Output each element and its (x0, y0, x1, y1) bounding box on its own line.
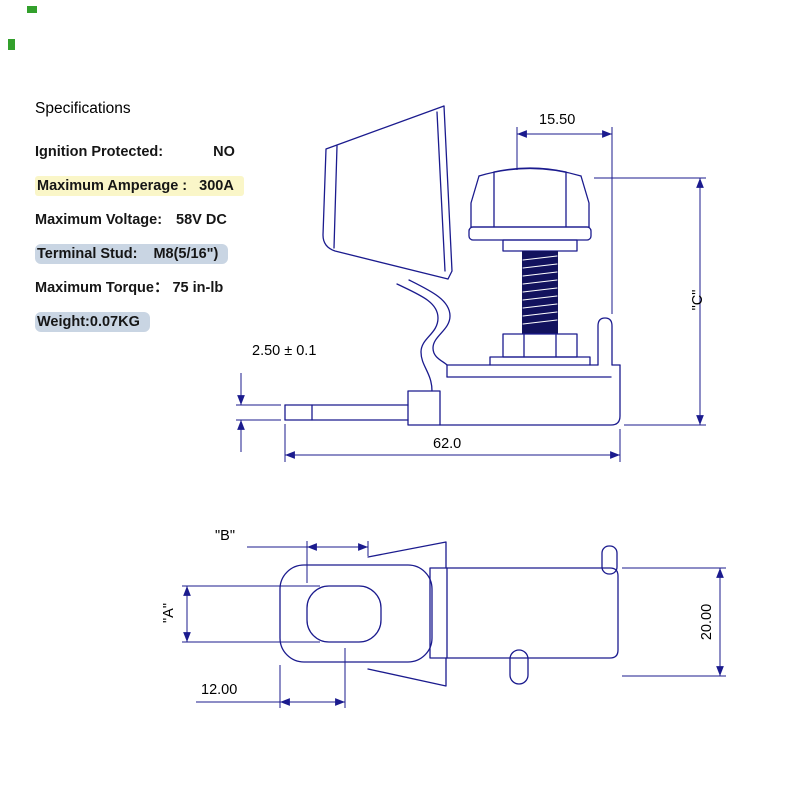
bottom-lug (509, 649, 529, 685)
spec-label: Terminal Stud: (37, 246, 138, 262)
dimension-lines (182, 127, 726, 708)
tab-plan-outline (279, 564, 433, 663)
side-view (284, 105, 621, 426)
spec-label: Maximum Amperage : (37, 178, 188, 194)
terminal-tab (284, 404, 409, 421)
top-lug (601, 545, 618, 575)
spec-row-maximum-voltage: Maximum Voltage: 58V DC (35, 210, 244, 230)
dim-top-width-label: 15.50 (539, 112, 576, 128)
scan-artifact (8, 39, 15, 50)
spec-label: Maximum Voltage: (35, 212, 163, 228)
body-plan-outline (429, 567, 619, 659)
spec-label: Ignition Protected: (35, 144, 164, 160)
specifications-panel: Specifications Ignition Protected: NO Max… (35, 100, 244, 346)
mounting-bracket (396, 279, 621, 426)
dim-height-ref-label: "C" (690, 289, 706, 311)
spec-row-weight: Weight:0.07KG (35, 312, 244, 332)
spec-row-ignition-protected: Ignition Protected: NO (35, 142, 244, 162)
spec-value: 58V DC (176, 212, 227, 228)
spec-value: 300A (199, 178, 234, 194)
dim-hole-height-label: "A" (161, 603, 177, 623)
retaining-hook (597, 317, 613, 366)
highlight-blue: Weight:0.07KG (35, 312, 150, 332)
highlight-blue: Terminal Stud: M8(5/16") (35, 244, 229, 264)
spec-row-maximum-amperage: Maximum Amperage : 300A (35, 176, 244, 196)
dim-tab-thickness-label: 2.50 ± 0.1 (252, 343, 317, 359)
spec-value: M8(5/16") (153, 246, 219, 262)
stud-knob (468, 167, 592, 252)
cover-flare-top (367, 541, 447, 569)
spec-row-terminal-stud: Terminal Stud: M8(5/16") (35, 244, 244, 264)
spec-label: Maximum Torque： (35, 280, 169, 296)
terminal-hole (306, 585, 382, 643)
cover-flare-bottom (367, 657, 447, 687)
dim-hole-offset-label: "B" (215, 528, 235, 544)
spec-row-maximum-torque: Maximum Torque：75 in-lb (35, 278, 244, 298)
threaded-stud (522, 251, 558, 334)
specifications-title: Specifications (35, 100, 131, 117)
top-view (279, 541, 619, 687)
highlight-yellow: Maximum Amperage : 300A (35, 176, 244, 196)
spec-value: 75 in-lb (172, 280, 224, 296)
insulating-cover (322, 105, 453, 280)
dim-overall-length-label: 62.0 (433, 436, 462, 452)
hex-nut (489, 333, 591, 366)
scan-artifact (27, 6, 37, 13)
spec-label: Weight:0.07KG (37, 314, 140, 330)
spec-value: NO (213, 144, 235, 160)
scan-artifacts (8, 6, 37, 50)
dim-tab-offset-label: 12.00 (201, 682, 238, 698)
dim-body-width-label: 20.00 (699, 603, 715, 641)
